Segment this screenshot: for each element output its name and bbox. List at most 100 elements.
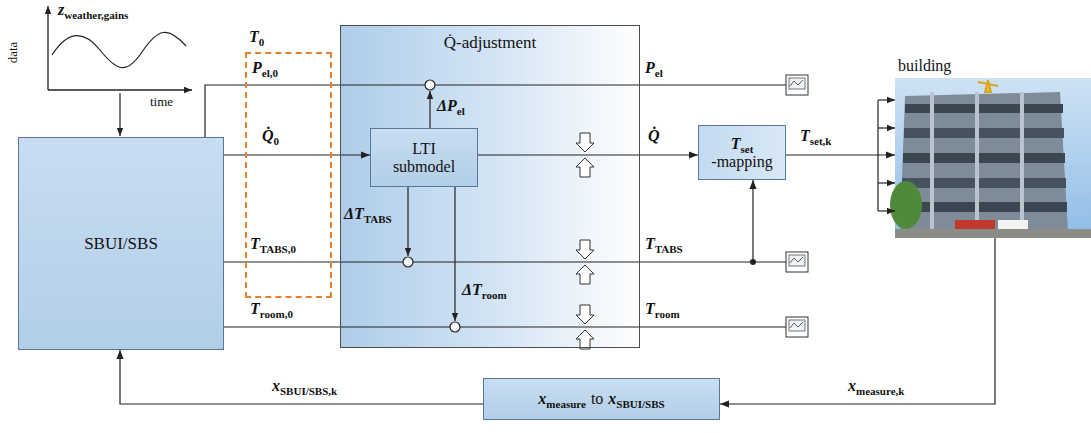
switch-arrow xyxy=(576,330,594,349)
scope-symbol xyxy=(786,317,808,337)
scope-trace xyxy=(790,322,803,328)
signal-name: Q̇ xyxy=(648,128,660,144)
text-group: building xyxy=(895,57,1091,75)
node-text: to xyxy=(591,390,603,408)
window-band xyxy=(905,104,1063,113)
subscript: set,k xyxy=(810,136,832,147)
axis xyxy=(47,6,48,90)
axis-label: data xyxy=(6,42,19,64)
fan-arrow xyxy=(878,210,895,211)
signal-label: ΔTTABS xyxy=(344,206,392,222)
ground xyxy=(895,229,1091,238)
delta-wire xyxy=(429,91,430,128)
tree xyxy=(890,181,922,229)
sum-junction xyxy=(450,322,460,332)
signal-connector xyxy=(478,154,698,155)
text-line: building xyxy=(898,57,951,75)
column xyxy=(930,92,934,232)
delta-wire xyxy=(454,187,455,321)
sum-junction xyxy=(403,257,413,267)
signal-connector xyxy=(224,180,753,262)
fan-bar xyxy=(877,100,878,211)
signal-label: TTABS xyxy=(645,236,683,252)
window-band xyxy=(904,128,1064,138)
scope-trace xyxy=(790,80,803,86)
signal-name: x xyxy=(272,378,280,394)
text-group: Q̇-adjustment xyxy=(341,33,639,53)
building-photo xyxy=(895,78,1091,238)
text-group: LTI submodel xyxy=(371,139,477,176)
panel-fill xyxy=(340,25,640,348)
node-text: building xyxy=(898,57,951,75)
signal-name: T xyxy=(250,301,260,317)
subscript: el xyxy=(457,106,465,117)
switch-arrow xyxy=(576,305,594,324)
switch-arrow xyxy=(576,265,594,284)
scope-screen xyxy=(789,320,805,331)
signal-label: Tset,k xyxy=(800,128,831,144)
signal-name: z xyxy=(58,2,64,18)
scope-body xyxy=(786,75,808,95)
sum-junction xyxy=(425,80,435,90)
scope-trace xyxy=(790,257,803,263)
signal-label: ΔTroom xyxy=(462,282,507,298)
node-text: T xyxy=(731,134,741,152)
subscript: el xyxy=(655,68,663,79)
signal-connector xyxy=(786,154,895,155)
signal-label: Q̇0 xyxy=(262,128,279,144)
scope-symbol xyxy=(786,252,808,272)
signal-name: Q̇ xyxy=(262,128,274,144)
window-band xyxy=(901,202,1067,212)
text-line: -mapping xyxy=(711,153,772,171)
signal-connector xyxy=(120,350,483,404)
fan-arrow xyxy=(878,127,895,128)
signal-label: Pel,0 xyxy=(252,60,278,76)
signal-name: ΔP xyxy=(437,98,457,114)
node-text: Q̇-adjustment xyxy=(444,33,537,53)
fan-arrow xyxy=(878,99,895,100)
signal-name: T xyxy=(645,301,655,317)
node-text: SBUI/SBS xyxy=(84,234,158,254)
text-group: xmeasuretoxSBUI/SBS xyxy=(484,390,719,408)
subscript: TABS xyxy=(655,244,683,255)
signal-name: P xyxy=(645,60,655,76)
switch-arrow xyxy=(576,240,594,259)
switch-arrow xyxy=(576,133,594,152)
signal-label: data xyxy=(6,42,19,64)
signal-wire xyxy=(435,84,786,85)
signal-wire xyxy=(753,261,786,262)
subscript: TABS xyxy=(364,214,392,225)
text-group: T0 xyxy=(247,28,330,46)
signal-group-box: T0 xyxy=(245,52,332,298)
signal-label: TTABS,0 xyxy=(250,236,296,252)
switch-symbol xyxy=(576,133,594,177)
text-line: T0 xyxy=(249,28,264,46)
subscript: room xyxy=(482,290,507,301)
roof-turbine xyxy=(978,80,998,92)
node-text: T xyxy=(249,28,259,46)
signal-label: xSBUI/SBS,k xyxy=(272,378,337,394)
signal-name: T xyxy=(800,128,810,144)
signal-label: Troom,0 xyxy=(250,301,293,317)
switch-symbol xyxy=(576,240,594,284)
mapping-box: Tset-mapping xyxy=(698,125,786,180)
node-text: x xyxy=(608,390,616,408)
column xyxy=(1020,92,1024,232)
subscript: 0 xyxy=(259,36,265,49)
signal-name: P xyxy=(252,60,262,76)
text-group: SBUI/SBS xyxy=(19,234,223,254)
conversion-box: xmeasuretoxSBUI/SBS xyxy=(483,378,720,420)
scope-body xyxy=(786,317,808,337)
subscript: SBUI/SBS xyxy=(616,398,664,411)
fan-arrow xyxy=(878,182,895,183)
signal-name: ΔT xyxy=(462,282,482,298)
signal-name: T xyxy=(645,236,655,252)
subscript: room,0 xyxy=(260,309,293,320)
data-curve xyxy=(52,32,186,67)
window-band xyxy=(902,178,1066,188)
signal-label: ΔPel xyxy=(437,98,465,114)
signal-label: time xyxy=(150,95,173,108)
sign xyxy=(998,220,1028,229)
